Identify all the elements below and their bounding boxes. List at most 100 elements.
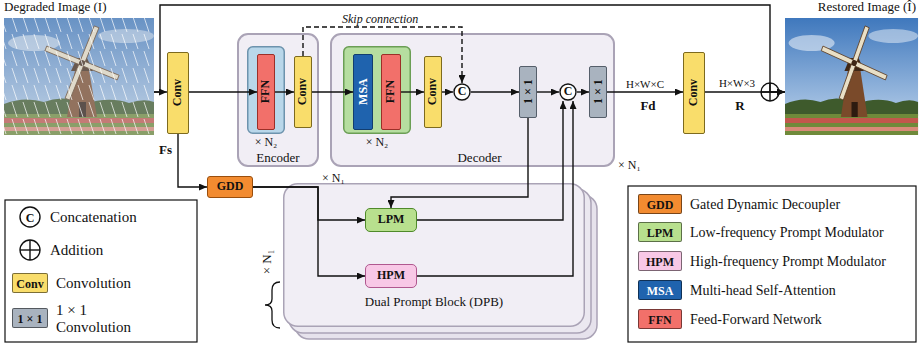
conv1x1-box: 1 × 1	[589, 66, 607, 118]
legend-entry: Multi-head Self-Attention	[690, 281, 836, 299]
conv-box: Conv	[294, 56, 312, 128]
flow-arrow	[253, 187, 365, 276]
legend-entry: Feed-Forward Network	[690, 310, 822, 328]
legend-text: Low-frequency Prompt Modulator	[690, 225, 884, 240]
dimension-label: H×W×3	[719, 73, 755, 91]
legend-text: Multi-head Self-Attention	[690, 283, 836, 298]
flow-arrow	[401, 91, 424, 92]
node-label: C	[458, 85, 467, 98]
node-label: 1 × 1	[521, 80, 534, 105]
repeat-count: × N₂	[255, 136, 278, 149]
repeat-group: MSAFFN× N₂	[343, 46, 411, 134]
group-title: Dual Prompt Block (DPB)	[365, 295, 503, 309]
gdd-box: GDD	[207, 176, 253, 198]
legend-text: High-frequency Prompt Modulator	[690, 254, 886, 269]
legend-sample-text: FFN	[648, 310, 671, 328]
conv-box: Conv	[683, 52, 705, 134]
legend-sample-text: MSA	[647, 281, 674, 299]
conv-box: Conv	[424, 56, 442, 128]
repeat-count: × N₁	[618, 158, 641, 172]
node-label: C	[564, 85, 573, 98]
dimension-label: H×W×C	[626, 74, 664, 92]
lpm-box: LPM	[365, 208, 417, 232]
concat-circle: C	[453, 83, 471, 101]
ffn-box: FFN	[381, 54, 401, 130]
image-title: Degraded Image (I)	[4, 0, 107, 14]
flow-arrow	[391, 118, 528, 208]
legend-sample-text: GDD	[647, 198, 674, 212]
repeat-group-fill	[248, 47, 285, 134]
node-label: Conv	[426, 78, 439, 105]
feature-name: R	[735, 98, 744, 113]
group-fills	[238, 34, 614, 326]
flow-arrow	[577, 91, 589, 92]
repeat-group: FFN× N₂	[247, 46, 285, 134]
feature-name: Fs	[159, 140, 172, 158]
node-label: FFN	[384, 80, 397, 103]
node-label: GDD	[217, 180, 244, 193]
legend-text: Gated Dynamic Decoupler	[690, 197, 840, 212]
legend-text: Addition	[50, 242, 103, 258]
flow-arrow	[537, 91, 559, 92]
node-label: 1 × 1	[591, 80, 604, 105]
legend-text: Convolution	[56, 275, 131, 291]
dimension-label: H×W×3	[719, 77, 755, 89]
legend-sample-text: C	[26, 208, 35, 226]
repeat-group-fill	[344, 47, 411, 134]
flow-arrow	[275, 91, 294, 92]
legend-entry: Addition	[50, 241, 103, 259]
node-label: HPM	[377, 269, 405, 282]
prompt-block-panel-fill	[284, 184, 585, 327]
node-label: FFN	[259, 80, 272, 103]
node-label: Conv	[171, 79, 184, 106]
image-title: Restored Image (Î)	[818, 0, 916, 14]
legend-sample-text: GDD	[647, 195, 674, 213]
legend-sample-text: Conv	[16, 274, 43, 292]
prompt-block-panel: LPM HPM Dual Prompt Block (DPB)	[283, 183, 585, 327]
feature-name: Fd	[640, 96, 655, 114]
concat-circle: C	[559, 83, 577, 101]
image-panel: Restored Image (Î)	[785, 0, 918, 135]
feature-name: Fs	[159, 142, 172, 157]
node-label: Conv	[296, 78, 309, 105]
legend-entry: High-frequency Prompt Modulator	[690, 252, 886, 270]
legend-text: Feed-Forward Network	[690, 312, 822, 327]
flow-arrow	[253, 187, 365, 220]
image-panel: Degraded Image (I)	[2, 0, 154, 135]
flow-arrow	[471, 91, 519, 92]
legend-box	[628, 186, 916, 342]
legend-entry: Gated Dynamic Decoupler	[690, 195, 840, 213]
concat-sample	[20, 207, 40, 227]
legend-sample-text: 1 × 1	[18, 309, 43, 327]
ffn-box: FFN	[257, 54, 275, 130]
addition-sample	[20, 240, 40, 260]
group-title: Decoder	[457, 151, 501, 165]
node-label: MSA	[356, 79, 369, 106]
legend-entry: Convolution	[56, 274, 131, 292]
legend-sample-text: Conv	[16, 277, 43, 291]
msa-box: MSA	[353, 54, 373, 130]
hpm-box: HPM	[365, 264, 417, 288]
legend-text: 1 × 1 Convolution	[56, 302, 140, 335]
legend-sample-text: 1 × 1	[18, 312, 43, 326]
legend-sample-text: LPM	[647, 226, 674, 240]
edge-label: Skip connection	[340, 9, 420, 27]
degraded-photo	[4, 12, 154, 135]
legend-sample-text: C	[26, 211, 35, 225]
legend-sample-text: HPM	[646, 255, 674, 269]
legend-sample-text: LPM	[647, 223, 674, 241]
stage-group-fill	[331, 34, 614, 166]
edge-label-text: Skip connection	[340, 12, 420, 26]
legend-entry: Concatenation	[50, 208, 137, 226]
legend-text: Concatenation	[50, 209, 137, 225]
repeat-count: × N₁	[257, 250, 275, 275]
flow-arrow	[189, 91, 257, 92]
conv-box: Conv	[167, 52, 189, 134]
node-label: Conv	[687, 79, 700, 106]
conv1x1-box: 1 × 1	[519, 66, 537, 118]
repeat-brace	[265, 282, 280, 328]
feature-name: R	[735, 96, 744, 114]
repeat-count: × N₁	[259, 250, 274, 275]
flow-arrow	[442, 91, 453, 92]
